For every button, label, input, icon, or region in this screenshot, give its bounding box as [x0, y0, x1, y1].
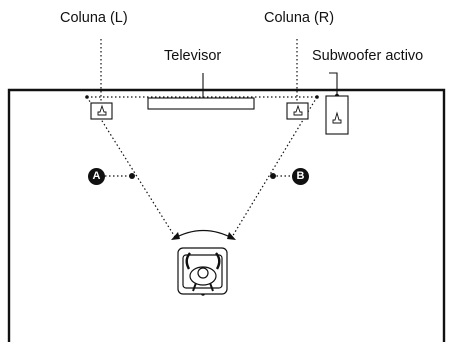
left-speaker-icon	[90, 102, 113, 120]
left-speaker-label: Coluna (L)	[60, 10, 128, 26]
subwoofer-label: Subwoofer activo	[312, 48, 424, 64]
distance-marker-b: B	[292, 168, 309, 185]
listener-icon	[177, 247, 228, 295]
listening-triangle	[86, 39, 318, 270]
subwoofer-icon	[325, 95, 349, 135]
right-speaker-icon	[286, 102, 309, 120]
television-shape	[147, 97, 255, 110]
listening-angle-arc	[171, 230, 236, 240]
distance-marker-a: A	[88, 168, 105, 185]
television-label: Televisor	[164, 48, 222, 64]
right-speaker-label: Coluna (R)	[264, 10, 335, 26]
room-walls	[7, 88, 446, 342]
